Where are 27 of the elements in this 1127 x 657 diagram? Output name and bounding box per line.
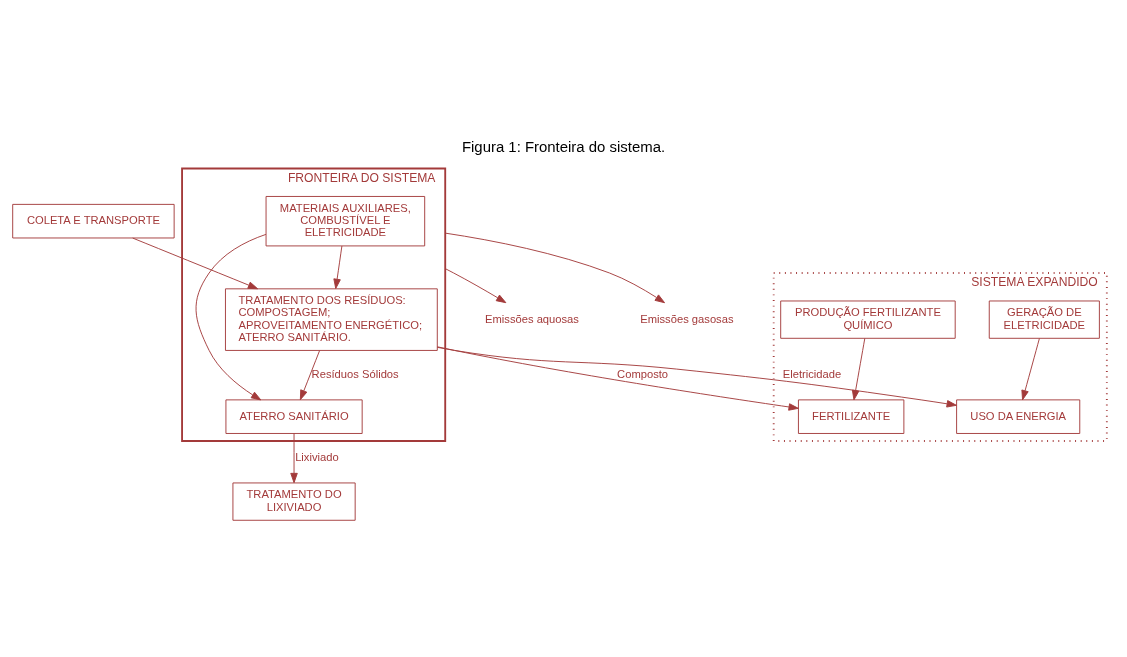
node-text: Emissões aquosas: [485, 312, 579, 325]
arrow: [436, 346, 799, 411]
arrow: [444, 232, 666, 304]
node-text: Emissões gasosas: [640, 312, 734, 325]
node-box: USO DA ENERGIA: [956, 399, 1081, 434]
node-box: FERTILIZANTE: [797, 399, 905, 434]
node-box: MATERIAIS AUXILIARES, COMBUSTÍVEL E ELETRICIDADE: [265, 196, 426, 247]
arrow: [436, 346, 957, 408]
arrow: [851, 338, 866, 401]
node-box: ATERRO SANITÁRIO: [225, 399, 363, 434]
arrow: [1021, 338, 1040, 401]
edge-label: Lixiviado: [295, 451, 339, 464]
arrow: [299, 350, 321, 401]
node-box: PRODUÇÃO FERTILIZANTE QUÍMICO: [780, 300, 956, 339]
diagram-title: Figura 1: Fronteira do sistema.: [461, 138, 666, 156]
edge-label: Composto: [617, 368, 669, 381]
arrow: [132, 237, 259, 290]
arrow: [444, 268, 507, 304]
edge-label: Resíduos Sólidos: [311, 368, 399, 381]
arrow: [333, 245, 343, 289]
node-box: TRATAMENTO DO LIXIVIADO: [232, 482, 356, 521]
arrow: [195, 233, 267, 401]
edge-label: Eletricidade: [782, 368, 842, 381]
arrow: [290, 433, 298, 484]
node-box: GERAÇÃO DE ELETRICIDADE: [988, 300, 1100, 339]
node-box: COLETA E TRANSPORTE: [12, 203, 175, 239]
node-box: TRATAMENTO DOS RESÍDUOS: COMPOSTAGEM; APROVEITAMENTO ENERGÉTICO; ATERRO SANITÁRIO.: [225, 288, 438, 351]
